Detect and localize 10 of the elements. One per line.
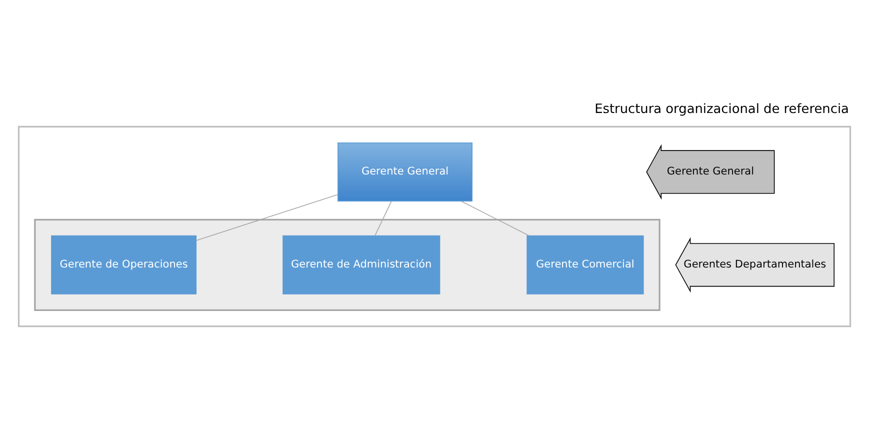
node-box: Gerente de Operaciones — [51, 234, 197, 294]
node-box: Gerente General — [338, 142, 472, 201]
node-box: Gerente Comercial — [526, 234, 644, 294]
cluster — [18, 125, 852, 327]
cluster — [34, 218, 660, 310]
connector — [196, 194, 338, 240]
connector — [374, 200, 392, 236]
diagram-title: Estructura organizacional de referencia — [594, 101, 849, 116]
connector — [460, 200, 530, 236]
node-box: Gerente de Administración — [282, 234, 440, 294]
